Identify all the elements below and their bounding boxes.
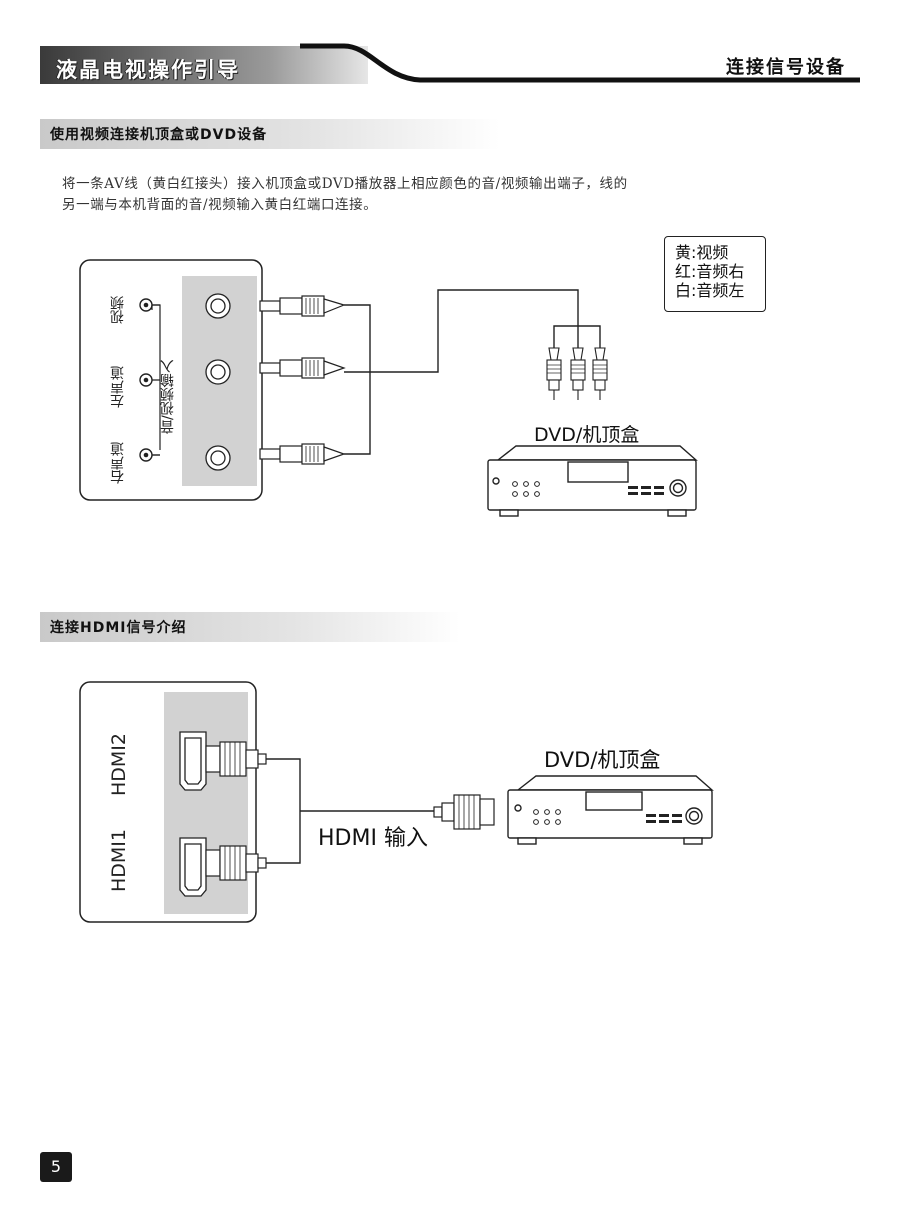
header-banner xyxy=(40,46,368,84)
page-number: 5 xyxy=(40,1152,72,1182)
section1-paragraph-line2: 另一端与本机背面的音/视频输入黄白红端口连接。 xyxy=(62,197,378,213)
color-legend-box: 黄:视频 红:音频右 白:音频左 xyxy=(664,236,766,312)
header-title: 液晶电视操作引导 xyxy=(56,58,240,82)
hdmi-connection-diagram xyxy=(79,681,714,923)
av-port-right-label: 右声道 xyxy=(110,442,126,484)
legend-yellow: 黄:视频 xyxy=(675,243,729,262)
av-device-label: DVD/机顶盒 xyxy=(534,424,640,446)
av-port-left-label: 左声道 xyxy=(110,366,126,408)
av-connection-diagram xyxy=(79,259,698,517)
legend-red: 红:音频右 xyxy=(675,262,745,281)
section1-paragraph-line1: 将一条AV线（黄白红接头）接入机顶盒或DVD播放器上相应颜色的音/视频输出端子，… xyxy=(62,176,628,192)
hdmi-device-label: DVD/机顶盒 xyxy=(544,748,661,772)
section1-heading-bar xyxy=(40,119,500,149)
section1-title: 使用视频连接机顶盒或DVD设备 xyxy=(50,127,268,143)
hdmi-input-label: HDMI 输入 xyxy=(318,826,428,851)
section2-title: 连接HDMI信号介绍 xyxy=(50,620,187,636)
hdmi1-port-label: HDMI1 xyxy=(108,828,130,892)
legend-white: 白:音频左 xyxy=(675,281,745,300)
header-section-label: 连接信号设备 xyxy=(726,57,846,78)
av-input-group-label: 音/视频输入 xyxy=(160,359,176,434)
section2-heading-bar xyxy=(40,612,460,642)
header-rule xyxy=(300,43,860,83)
av-port-video-label: 视频 xyxy=(110,296,126,324)
hdmi2-port-label: HDMI2 xyxy=(108,732,130,796)
